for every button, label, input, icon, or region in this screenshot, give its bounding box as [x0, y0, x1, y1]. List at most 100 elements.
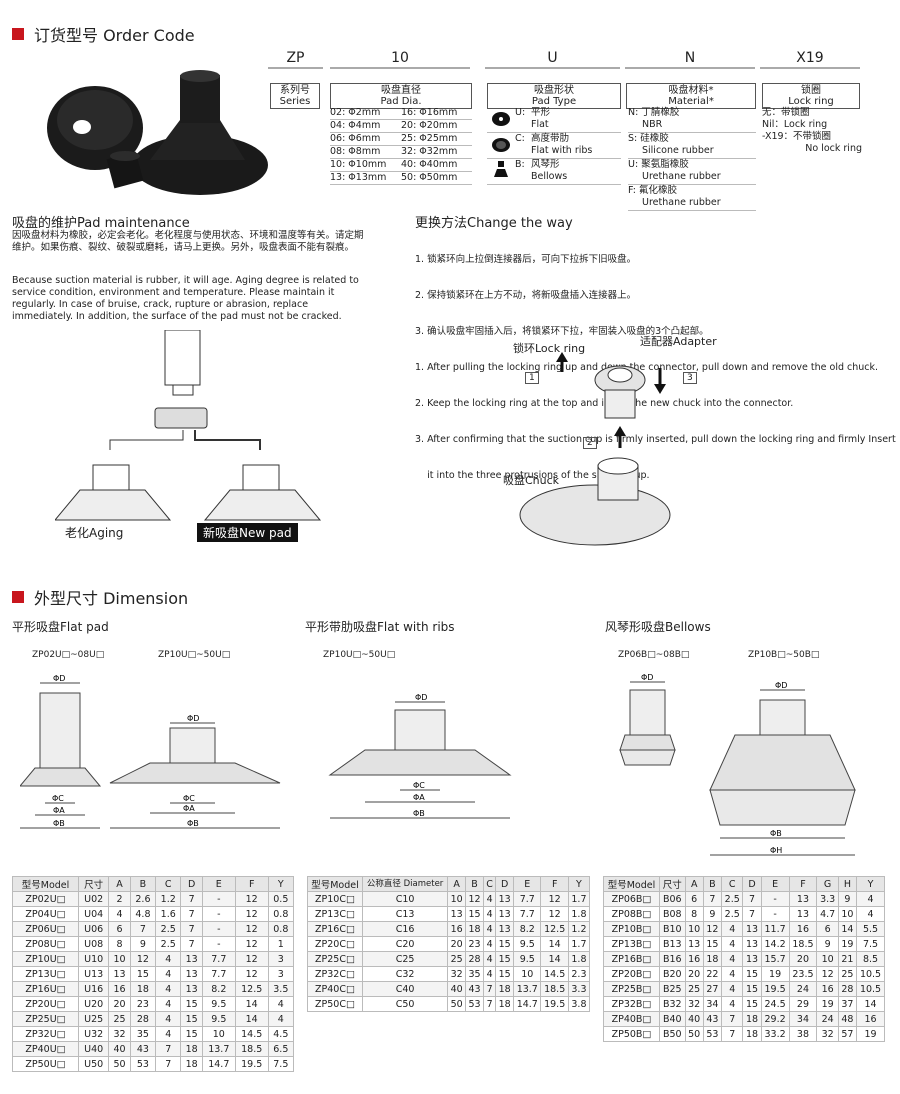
- table-cell: 25: [837, 966, 858, 982]
- table-cell: ZP50C□: [307, 996, 363, 1012]
- table-cell: 21: [837, 951, 858, 967]
- code-underlines: [268, 67, 860, 69]
- table-cell: ZP13B□: [603, 936, 660, 952]
- svg-text:ΦB: ΦB: [187, 819, 199, 828]
- table-header: 型号Model: [603, 876, 660, 892]
- table-cell: 7.5: [267, 1056, 295, 1072]
- table-cell: 43: [702, 1011, 723, 1027]
- table-cell: ZP10C□: [307, 891, 363, 907]
- table-cell: 4: [155, 1011, 182, 1027]
- table-cell: 15: [180, 1011, 203, 1027]
- table-cell: ZP20U□: [11, 996, 80, 1012]
- table-cell: 35: [465, 966, 485, 982]
- code-n: N: [684, 50, 696, 66]
- table-cell: 15: [465, 906, 485, 922]
- table-cell: 1.7: [567, 936, 591, 952]
- table-cell: 12: [816, 966, 839, 982]
- table-cell: 19.5: [540, 996, 569, 1012]
- table-header: F: [788, 876, 818, 892]
- table-cell: 43: [465, 981, 485, 997]
- table-header: D: [742, 876, 762, 892]
- table-cell: 16: [816, 981, 839, 997]
- table-cell: 14.7: [513, 996, 542, 1012]
- table-cell: 13: [495, 906, 515, 922]
- table-cell: 7: [483, 981, 497, 997]
- table-cell: 22: [702, 966, 723, 982]
- table-cell: C25: [361, 951, 449, 967]
- pad-type-box: 吸盘形状 Pad Type: [487, 83, 621, 109]
- table-cell: 13.7: [513, 981, 542, 997]
- table-cell: B32: [658, 996, 686, 1012]
- table-cell: U50: [78, 1056, 110, 1072]
- table-cell: C32: [361, 966, 449, 982]
- table-cell: ZP06U□: [11, 921, 80, 937]
- table-cell: C16: [361, 921, 449, 937]
- table-cell: 7: [742, 906, 762, 922]
- table-cell: 15: [180, 1026, 203, 1042]
- table-header: B: [465, 876, 485, 892]
- table-cell: U06: [78, 921, 110, 937]
- table-cell: B13: [658, 936, 686, 952]
- table-cell: 2: [108, 891, 131, 907]
- table-header: 公称直径 Diameter: [361, 876, 449, 892]
- svg-text:ΦD: ΦD: [53, 674, 65, 683]
- change-way-title: 更换方法Change the way: [415, 216, 573, 231]
- table-cell: 13: [788, 906, 818, 922]
- table-cell: U16: [78, 981, 110, 997]
- table-cell: 15: [742, 966, 762, 982]
- table-cell: 10: [513, 966, 542, 982]
- table-cell: C20: [361, 936, 449, 952]
- table-cell: 53: [465, 996, 485, 1012]
- table-cell: ZP32B□: [603, 996, 660, 1012]
- table-cell: 34: [788, 1011, 818, 1027]
- table-cell: 7: [721, 1011, 744, 1027]
- table-cell: 4: [721, 951, 744, 967]
- table-cell: 12.5: [540, 921, 569, 937]
- table-cell: 38: [788, 1026, 818, 1042]
- table-cell: 9: [816, 936, 839, 952]
- table-cell: 28: [129, 1011, 157, 1027]
- code-u: U: [547, 50, 558, 66]
- table-cell: 1.8: [567, 951, 591, 967]
- table-cell: 14.7: [201, 1056, 236, 1072]
- table-cell: 4.7: [816, 906, 839, 922]
- table-cell: -: [201, 891, 236, 907]
- table-cell: -: [201, 936, 236, 952]
- table-cell: 24: [788, 981, 818, 997]
- bellows-model-large: ZP10B□~50B□: [748, 650, 820, 660]
- table-header: 型号Model: [11, 876, 80, 892]
- table-cell: 12: [234, 966, 269, 982]
- table-cell: 50: [447, 996, 467, 1012]
- table-header: A: [447, 876, 467, 892]
- table-cell: 19.5: [760, 981, 790, 997]
- table-cell: 18.5: [234, 1041, 269, 1057]
- table-header: F: [234, 876, 269, 892]
- table-cell: ZP16U□: [11, 981, 80, 997]
- table-cell: ZP10U□: [11, 951, 80, 967]
- red-square-icon: [12, 591, 24, 603]
- table-cell: 3.3: [567, 981, 591, 997]
- table-cell: 18.5: [788, 936, 818, 952]
- table-cell: 16: [684, 951, 704, 967]
- ribs-drawing: ΦD ΦC ΦA ΦB: [328, 693, 512, 819]
- table-cell: 4: [483, 951, 497, 967]
- table-cell: ZP32U□: [11, 1026, 80, 1042]
- table-cell: 24: [816, 1011, 839, 1027]
- table-cell: 15.7: [760, 951, 790, 967]
- table-cell: 4: [155, 996, 182, 1012]
- table-cell: 24.5: [760, 996, 790, 1012]
- table-header: H: [837, 876, 858, 892]
- table-cell: -: [760, 906, 790, 922]
- table-cell: 4: [483, 921, 497, 937]
- table-cell: 4: [483, 906, 497, 922]
- table-cell: B06: [658, 891, 686, 907]
- ribs-model: ZP10U□~50U□: [323, 650, 396, 660]
